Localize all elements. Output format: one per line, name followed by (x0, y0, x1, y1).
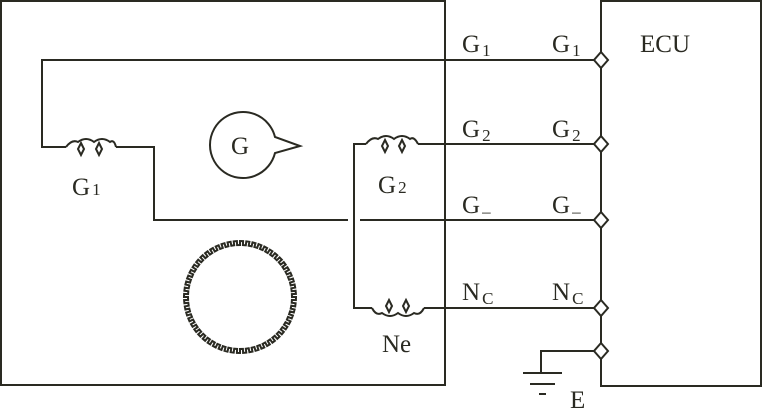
ne-toothed-rotor-icon (182, 239, 298, 355)
terminal-e-icon (592, 341, 610, 361)
coil-g1-icon (65, 138, 117, 158)
g-rotor-icon (208, 111, 304, 179)
wire-g1 (41, 59, 601, 148)
wire-g-minus (116, 146, 601, 221)
coil-ne-icon (371, 297, 425, 317)
wire-common (353, 143, 372, 309)
terminal-g1-icon (592, 50, 610, 70)
wire-label-g-minus-right: G– (552, 192, 581, 221)
distributor-box (0, 0, 446, 386)
coil-ne-label: Ne (382, 331, 411, 358)
ecu-terminals (592, 50, 610, 361)
coil-g2-icon (365, 135, 419, 155)
wire-label-g-minus-left: G– (462, 192, 491, 221)
ecu-box (600, 0, 762, 387)
ecu-label: ECU (640, 31, 690, 58)
g-rotor-label: G (231, 133, 249, 160)
ground-label: E (570, 387, 585, 410)
terminal-g-minus-icon (592, 210, 610, 230)
terminal-nc-icon (592, 298, 610, 318)
terminal-g2-icon (592, 134, 610, 154)
ground-icon (523, 350, 594, 395)
